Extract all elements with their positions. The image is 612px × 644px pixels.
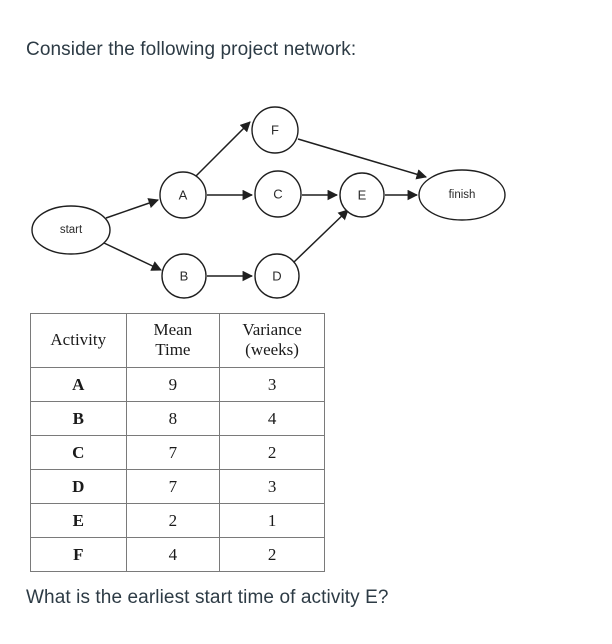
node-b: B xyxy=(161,253,207,299)
cell-mean-time: 7 xyxy=(125,435,221,470)
node-e: E xyxy=(339,172,385,218)
node-finish: finish xyxy=(418,169,506,221)
column-header-mean-line1: Mean xyxy=(153,320,193,339)
cell-mean-time: 2 xyxy=(125,503,221,538)
node-c: C xyxy=(254,170,302,218)
intro-text: Consider the following project network: xyxy=(26,39,357,60)
column-header-mean-time: Mean Time xyxy=(125,313,221,368)
edge-start-to-b xyxy=(103,242,162,271)
cell-variance: 3 xyxy=(219,469,325,504)
cell-mean-time: 8 xyxy=(125,401,221,436)
edge-f-to-finish xyxy=(297,138,428,180)
table-row: D 7 3 xyxy=(30,469,325,504)
edge-a-to-f xyxy=(195,121,251,177)
cell-activity: C xyxy=(30,435,127,470)
cell-mean-time: 7 xyxy=(125,469,221,504)
cell-mean-time: 9 xyxy=(125,367,221,402)
cell-mean-time: 4 xyxy=(125,537,221,572)
cell-activity: B xyxy=(30,401,127,436)
table-row: C 7 2 xyxy=(30,435,325,470)
node-a-label: A xyxy=(179,188,188,203)
node-b-label: B xyxy=(180,269,189,284)
column-header-variance-line1: Variance xyxy=(242,320,302,339)
node-e-label: E xyxy=(358,188,367,203)
node-f: F xyxy=(251,106,299,154)
cell-activity: A xyxy=(30,367,127,402)
network-edges xyxy=(103,121,428,282)
activity-data-table: Activity Mean Time Variance (weeks) A 9 … xyxy=(30,313,325,572)
question-text: What is the earliest start time of activ… xyxy=(26,587,389,608)
table-row: A 9 3 xyxy=(30,367,325,402)
cell-variance: 2 xyxy=(219,537,325,572)
cell-activity: D xyxy=(30,469,127,504)
table-header-row: Activity Mean Time Variance (weeks) xyxy=(30,313,325,368)
node-start: start xyxy=(31,205,111,255)
node-finish-label: finish xyxy=(449,189,476,201)
edge-d-to-e xyxy=(293,209,349,263)
node-c-label: C xyxy=(273,187,282,202)
cell-activity: F xyxy=(30,537,127,572)
cell-variance: 3 xyxy=(219,367,325,402)
node-f-label: F xyxy=(271,123,279,138)
node-d: D xyxy=(254,253,300,299)
column-header-activity: Activity xyxy=(30,313,127,368)
project-network-diagram: start A B C D xyxy=(0,96,540,308)
table-row: F 4 2 xyxy=(30,537,325,572)
node-d-label: D xyxy=(272,269,281,284)
cell-variance: 2 xyxy=(219,435,325,470)
column-header-variance: Variance (weeks) xyxy=(219,313,325,368)
edge-start-to-a xyxy=(105,198,159,219)
column-header-variance-line2: (weeks) xyxy=(245,340,299,359)
network-nodes: start A B C D xyxy=(31,106,506,299)
cell-activity: E xyxy=(30,503,127,538)
table-row: B 8 4 xyxy=(30,401,325,436)
node-start-label: start xyxy=(60,224,83,236)
column-header-mean-line2: Time xyxy=(155,340,191,359)
node-a: A xyxy=(159,171,207,219)
cell-variance: 4 xyxy=(219,401,325,436)
cell-variance: 1 xyxy=(219,503,325,538)
table-row: E 2 1 xyxy=(30,503,325,538)
